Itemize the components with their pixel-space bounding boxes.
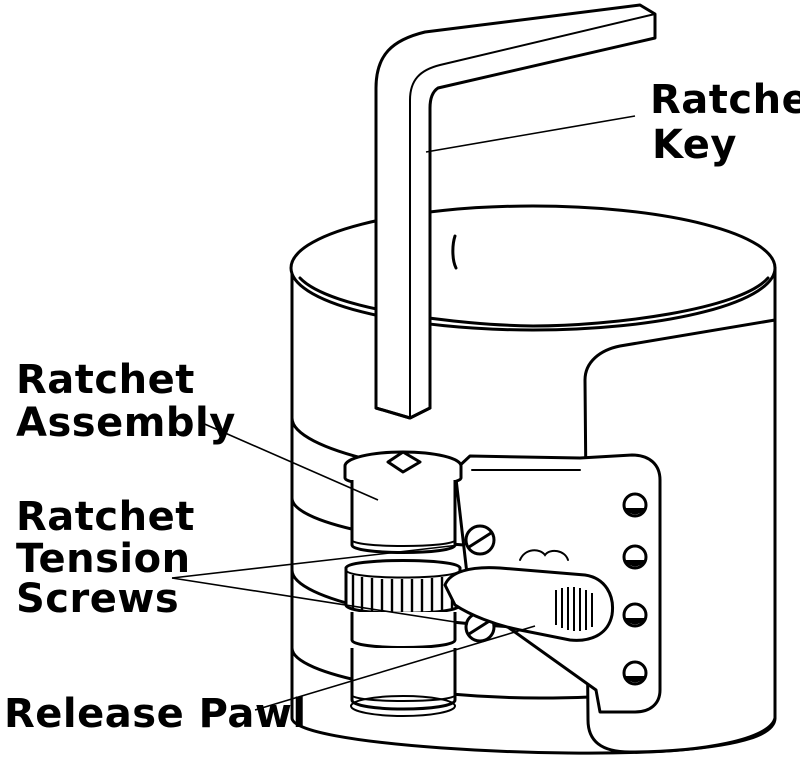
label-ratchet-assembly: Ratchet Assembly [16,357,236,446]
tension-screw [464,524,496,556]
ratchet-key [374,3,657,420]
release-pawl [443,549,615,642]
label-ratchet-key-line1: Ratchet [650,77,800,123]
label-ratchet-assembly-line1: Ratchet [16,357,195,403]
label-tension-line1: Ratchet [16,494,195,540]
label-release-pawl: Release Pawl [4,691,307,737]
label-tension-line3: Screws [16,576,179,622]
leader-tension-screw-upper [171,543,469,579]
label-tension-line2: Tension [16,536,191,582]
label-ratchet-key-line2: Key [652,122,737,168]
leader-release-pawl [254,625,536,711]
ratchet-assembly [343,450,463,717]
leader-tension-screw-lower [171,577,469,625]
label-ratchet-key: Ratchet Key [650,77,800,168]
label-ratchet-assembly-line2: Assembly [16,400,236,446]
leader-ratchet-key [425,115,636,153]
label-ratchet-tension-screws: Ratchet Tension Screws [16,494,209,622]
leader-lines [171,115,636,711]
leader-ratchet-assembly [199,421,379,501]
